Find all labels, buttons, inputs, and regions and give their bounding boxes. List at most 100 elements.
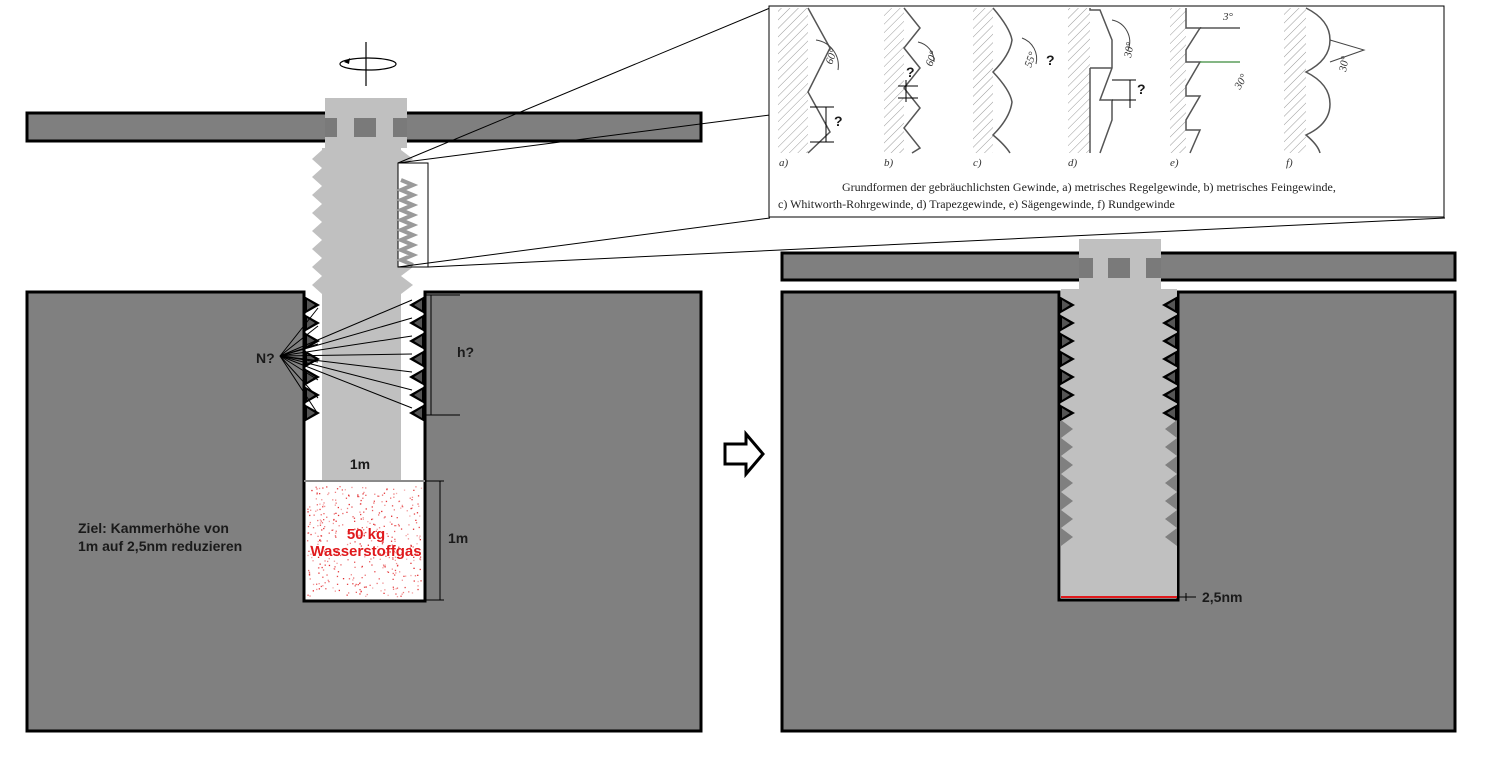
gas-particle <box>324 582 326 584</box>
gas-particle <box>312 560 314 562</box>
gas-particle <box>386 533 388 535</box>
gas-particle <box>354 585 356 587</box>
gas-particle <box>351 506 353 508</box>
gas-particle <box>387 594 389 596</box>
gas-particle <box>320 514 322 516</box>
gas-particle <box>391 544 393 546</box>
gas-particle <box>317 551 320 553</box>
gas-particle <box>420 487 423 489</box>
gas-particle <box>357 535 359 538</box>
gas-particle <box>409 515 411 517</box>
gas-particle <box>360 513 362 516</box>
svg-text:30°: 30° <box>1122 41 1137 60</box>
transition-arrow-icon <box>723 429 765 479</box>
gas-particle <box>386 548 389 550</box>
gas-particle <box>417 495 420 497</box>
gas-particle <box>389 551 391 553</box>
gas-particle <box>420 580 422 582</box>
gas-particle <box>357 494 359 496</box>
gas-particle <box>361 577 363 579</box>
thread-gap <box>307 300 315 310</box>
gas-particle <box>350 574 352 576</box>
gas-particle <box>319 503 321 505</box>
gas-particle <box>326 486 328 488</box>
right-head-square-right <box>1146 258 1161 278</box>
gas-particle <box>317 535 319 537</box>
gas-particle <box>383 565 385 567</box>
gas-particle <box>378 495 380 497</box>
gas-particle <box>393 509 395 511</box>
gas-particle <box>333 560 336 562</box>
thread-tooth <box>312 204 322 222</box>
gas-particle <box>323 550 325 552</box>
gas-particle <box>341 489 343 491</box>
gas-particle <box>333 513 335 515</box>
gas-particle <box>318 583 320 585</box>
gas-particle <box>346 594 348 596</box>
gas-particle <box>326 516 328 518</box>
gas-particle <box>358 534 360 537</box>
gas-particle <box>398 500 401 502</box>
gas-particle <box>311 556 313 559</box>
gas-particle <box>416 543 418 545</box>
gas-particle <box>315 498 317 500</box>
gas-particle <box>408 591 410 593</box>
thread-notch <box>1061 510 1073 528</box>
thread-notch <box>1165 492 1177 510</box>
gas-particle <box>360 499 362 502</box>
gas-particle <box>328 532 330 534</box>
gas-particle <box>348 503 350 506</box>
gas-particle <box>322 506 324 508</box>
gas-mass-label: 50 kg <box>347 526 385 543</box>
gas-particle <box>318 487 321 490</box>
thread-gap <box>307 318 315 328</box>
gas-particle <box>321 529 323 531</box>
gas-particle <box>339 486 341 488</box>
gas-particle <box>392 572 394 575</box>
gas-particle <box>383 517 385 519</box>
gas-particle <box>307 594 309 596</box>
left-head-square-mid <box>354 118 376 137</box>
gas-particle <box>307 554 309 557</box>
gas-particle <box>370 558 372 560</box>
gas-particle <box>328 492 330 494</box>
gas-particle <box>321 522 324 524</box>
gas-particle <box>409 497 411 499</box>
gas-particle <box>340 564 342 566</box>
gas-particle <box>381 543 384 545</box>
gas-particle <box>373 557 375 559</box>
gas-particle <box>344 489 346 491</box>
gas-particle <box>337 514 340 517</box>
gas-particle <box>363 535 365 537</box>
gas-particle <box>375 530 377 532</box>
gas-particle <box>349 542 351 544</box>
thread-notch <box>1165 438 1177 456</box>
rotation-icon <box>339 42 397 86</box>
goal-text-line2: 1m auf 2,5nm reduzieren <box>78 538 242 554</box>
gas-particle <box>371 518 373 521</box>
gas-particle <box>415 519 417 521</box>
thread-gap <box>1062 300 1070 310</box>
thread-gap <box>1062 372 1070 382</box>
gas-particle <box>394 540 396 542</box>
svg-text:3°: 3° <box>1222 11 1234 23</box>
gas-particle <box>322 585 324 587</box>
gas-particle <box>319 493 321 495</box>
gas-particle <box>335 536 337 538</box>
gas-particle <box>346 511 348 513</box>
gas-particle <box>365 487 367 489</box>
gas-particle <box>394 538 396 540</box>
gas-particle <box>312 527 315 529</box>
gas-particle <box>335 532 337 534</box>
gas-particle <box>361 566 363 568</box>
gas-particle <box>401 552 403 554</box>
gas-particle <box>309 521 311 524</box>
gas-particle <box>367 544 369 546</box>
thread-gap <box>414 336 422 346</box>
thread-gap <box>414 408 422 418</box>
gas-particle <box>394 551 396 554</box>
gas-particle <box>319 508 321 511</box>
gas-particle <box>319 522 322 524</box>
thread-gap <box>414 318 422 328</box>
gas-particle <box>335 530 337 532</box>
